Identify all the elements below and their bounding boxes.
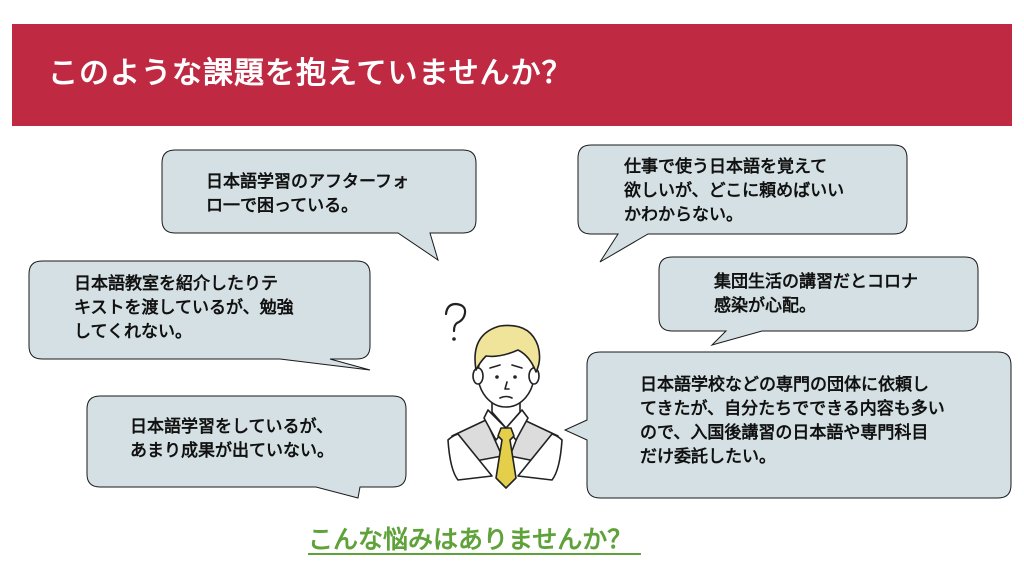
speech-bubble-2 <box>577 144 908 263</box>
bubble-line: だけ委託したい。 <box>640 447 776 468</box>
bubble-line: 日本語学校などの専門の団体に依頼し <box>640 375 929 395</box>
bubble-1-text: 日本語学習のアフターフォ ロ一で困っている。 <box>206 170 409 218</box>
bubble-line: 仕事で使う日本語を覚えて <box>624 157 828 177</box>
bubble-line: キストを渡しているが、勉強 <box>74 298 294 319</box>
bubble-4-text: 集団生活の講習だとコロナ 感染が心配。 <box>714 270 918 318</box>
bubble-3-text: 日本語教室を紹介したりテ キストを渡しているが、勉強 してくれない。 <box>74 272 294 344</box>
speech-bubble-1 <box>161 149 477 262</box>
speech-bubble-6 <box>563 351 1012 499</box>
bubble-line: てきたが、自分たちでできる内容も多い <box>640 399 945 420</box>
footer-question: こんな悩みはありませんか？ <box>308 525 641 554</box>
bubble-line: かわからない。 <box>624 205 743 226</box>
bubble-2-text: 仕事で使う日本語を覚えて 欲しいが、どこに頼めばいい かわからない。 <box>624 155 844 227</box>
bubble-line: 感染が心配。 <box>714 296 816 317</box>
question-mark-icon <box>444 302 467 341</box>
bubble-line: 日本語教室を紹介したりテ <box>74 274 278 294</box>
bubble-line: あまり成果が出ていない。 <box>130 441 334 462</box>
speech-bubble-5 <box>86 395 407 499</box>
page-title: このような課題を抱えていませんか？ <box>48 56 573 91</box>
header-banner: このような課題を抱えていませんか？ <box>12 24 1012 126</box>
speech-bubble-3 <box>28 260 371 371</box>
bubble-line: 日本語学習をしているが、 <box>130 417 334 437</box>
bubble-line: 集団生活の講習だとコロナ <box>714 272 918 292</box>
bubble-line: ので、入国後講習の日本語や専門科目 <box>640 423 929 444</box>
bubble-line: 日本語学習のアフターフォ <box>206 172 409 192</box>
bubble-line: ロ一で困っている。 <box>206 196 359 217</box>
bubble-5-text: 日本語学習をしているが、 あまり成果が出ていない。 <box>130 415 334 463</box>
worried-man-icon <box>447 324 563 489</box>
bubble-6-text: 日本語学校などの専門の団体に依頼し てきたが、自分たちでできる内容も多い ので、… <box>640 373 945 470</box>
speech-bubble-4 <box>658 256 979 346</box>
bubble-line: 欲しいが、どこに頼めばいい <box>624 181 845 202</box>
bubble-line: してくれない。 <box>74 322 192 343</box>
